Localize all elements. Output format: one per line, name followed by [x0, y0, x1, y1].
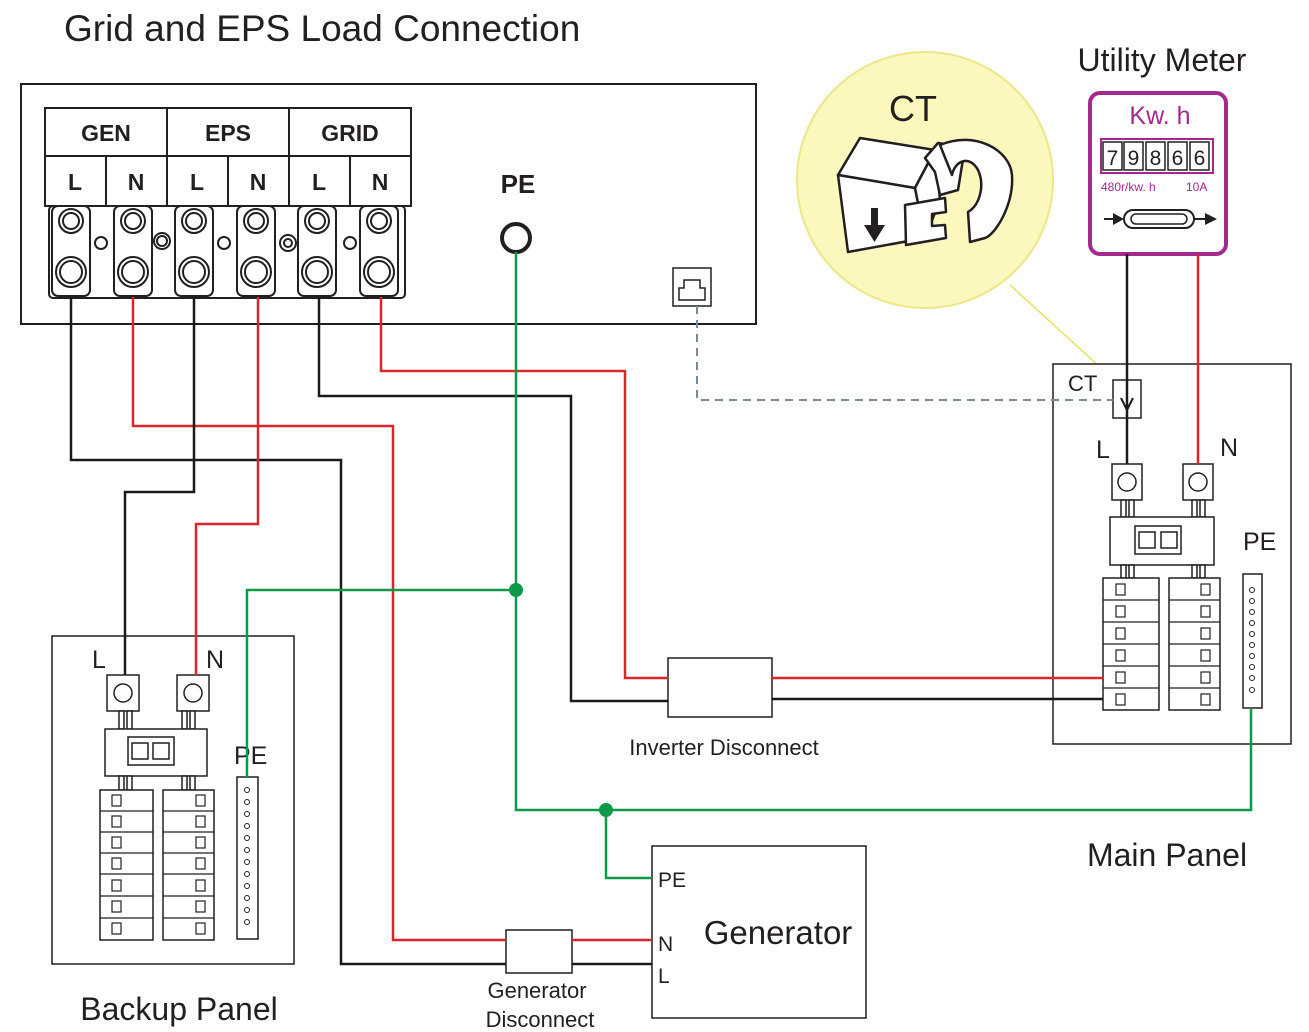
- meter-digit: 6: [1194, 147, 1206, 170]
- meter-flow-arrow-icon: [1104, 209, 1217, 229]
- inverter-pe-label: PE: [501, 169, 536, 199]
- generator: PE N L Generator: [651, 845, 867, 1019]
- main-panel-n-label: N: [1220, 434, 1238, 462]
- wire-ground-generator: [604, 810, 652, 880]
- wire-gen-neutral: [131, 297, 506, 942]
- meter-digit: 7: [1107, 147, 1119, 170]
- group-eps-label: EPS: [205, 120, 251, 146]
- wire-eps-line: [123, 297, 196, 675]
- generator-pe-label: PE: [658, 869, 686, 892]
- wire-grid-line: [317, 297, 668, 703]
- ct-clamp-icon: [836, 136, 1014, 254]
- wire-ct-signal: [696, 306, 1113, 401]
- generator-disconnect-box: [505, 929, 573, 974]
- inverter: GEN EPS GRID L N L N L N: [20, 83, 757, 325]
- meter-digit: 8: [1150, 147, 1162, 170]
- main-ground-bar: [1242, 573, 1263, 709]
- wire-ground-main: [514, 252, 1253, 812]
- screw-icon: [343, 236, 357, 250]
- meter-current: 10A: [1186, 180, 1207, 194]
- terminal-label-grid-l: L: [312, 169, 326, 195]
- meter-digit: 9: [1128, 147, 1140, 170]
- generator-disconnect-line1: Generator: [487, 978, 586, 1003]
- inverter-disconnect-label: Inverter Disconnect: [629, 735, 819, 760]
- generator-box: [651, 845, 867, 1019]
- gear-screw-icon-inner: [283, 238, 293, 248]
- backup-branch-column-left: [99, 789, 154, 941]
- ground-junction-dot: [509, 583, 523, 597]
- backup-panel-n-label: N: [206, 646, 224, 674]
- backup-panel-l-label: L: [92, 646, 106, 674]
- terminal-grid-l: [297, 205, 337, 297]
- generator-l-label: L: [658, 965, 670, 988]
- ct-callout-pointer: [1009, 284, 1113, 379]
- terminal-label-eps-l: L: [190, 169, 204, 195]
- wire-ground-backup: [245, 588, 516, 777]
- terminal-label-gen-l: L: [68, 169, 82, 195]
- diagram-title: Grid and EPS Load Connection: [64, 8, 580, 49]
- ground-junction-dot: [599, 803, 613, 817]
- ct-callout-label: CT: [889, 88, 937, 129]
- main-ground-bar-screws: [1249, 587, 1255, 693]
- terminal-eps-n: [236, 205, 276, 297]
- main-panel-l-label: L: [1096, 436, 1110, 464]
- meter-rate: 480r/kw. h: [1101, 180, 1156, 194]
- meter-digit: 6: [1172, 147, 1184, 170]
- inverter-pe-terminal: [500, 222, 532, 254]
- main-breaker-slots: [1103, 583, 1220, 706]
- meter-digits: 7 9 8 6 6: [1100, 138, 1214, 174]
- main-panel-title: Main Panel: [1087, 837, 1247, 873]
- backup-panel: L N PE Backup Panel: [51, 635, 295, 1027]
- terminal-label-grid-n: N: [372, 169, 389, 195]
- wire-eps-neutral: [194, 297, 260, 675]
- terminal-gen-l: [51, 205, 91, 297]
- wires: [69, 252, 1253, 966]
- screw-icon: [94, 236, 108, 250]
- ct-callout: CT: [796, 51, 1054, 309]
- meter-title: Utility Meter: [1078, 42, 1247, 78]
- screw-icon: [156, 235, 168, 247]
- group-gen-label: GEN: [81, 120, 131, 146]
- utility-meter: Kw. h 7 9 8 6 6 480r/kw. h 10A: [1088, 91, 1228, 256]
- wire-grid-neutral: [379, 297, 668, 680]
- main-panel-ct-label: CT: [1068, 371, 1097, 396]
- inverter-disconnect-box: [667, 657, 773, 718]
- backup-breaker-slots: [100, 794, 214, 935]
- generator-disconnect-line2: Disconnect: [486, 1007, 595, 1032]
- arrow-down-icon: [864, 208, 885, 242]
- backup-panel-title: Backup Panel: [80, 991, 277, 1027]
- ct-arrow-icon: [1120, 397, 1134, 413]
- backup-panel-pe-label: PE: [234, 742, 267, 770]
- backup-ground-bar-screws: [244, 787, 250, 925]
- screw-icon: [217, 236, 231, 250]
- wire-gen-line: [69, 297, 506, 966]
- terminal-gen-n: [113, 205, 153, 297]
- ct-port-icon: [672, 267, 712, 307]
- terminal-label-eps-n: N: [250, 169, 267, 195]
- main-breaker: [1109, 516, 1215, 566]
- group-grid-label: GRID: [321, 120, 379, 146]
- terminal-grid-n: [359, 205, 399, 297]
- meter-unit-label: Kw. h: [1129, 102, 1190, 130]
- terminal-block: [48, 205, 406, 299]
- main-panel-pe-label: PE: [1243, 528, 1276, 556]
- terminal-label-gen-n: N: [128, 169, 145, 195]
- generator-n-label: N: [658, 933, 673, 956]
- main-panel: CT L N PE: [1052, 363, 1292, 873]
- terminal-eps-l: [174, 205, 214, 297]
- generator-label: Generator: [704, 914, 853, 951]
